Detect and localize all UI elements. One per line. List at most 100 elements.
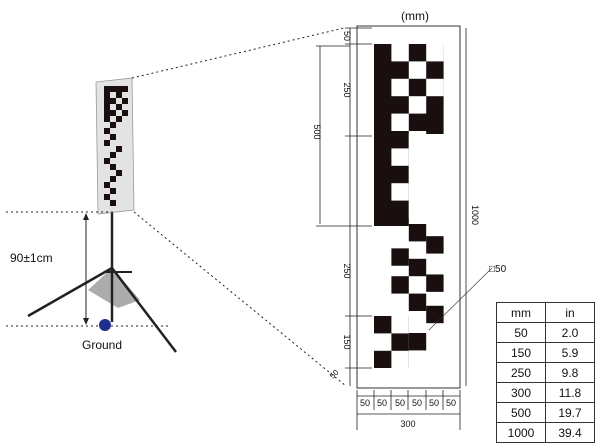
tripod-shadow [88, 268, 140, 308]
mini-pattern-square [104, 104, 110, 110]
mini-pattern-square [116, 170, 122, 176]
pattern-square [426, 305, 444, 324]
mini-pattern-square [110, 152, 116, 158]
mini-pattern-square [110, 98, 116, 104]
height-label: 90±1cm [10, 251, 53, 265]
tripod-leg-right [111, 267, 177, 353]
bottom-dim-5: 50 [429, 398, 439, 408]
mini-target [95, 77, 135, 215]
mini-pattern-square [116, 146, 122, 152]
cell-mm: 300 [496, 382, 546, 403]
pattern-hole [408, 96, 427, 114]
mini-pattern-square [104, 182, 110, 188]
dim-150: 150 [342, 334, 352, 349]
pattern-hole [408, 61, 427, 79]
mini-pattern-square [104, 92, 110, 98]
mini-pattern-square [110, 200, 116, 206]
header-mm: mm [496, 302, 546, 323]
pattern-square [426, 274, 444, 292]
square-label: □50 [489, 264, 507, 275]
pattern-square [408, 258, 427, 277]
mini-pattern-square [104, 158, 110, 164]
pattern-hole [426, 44, 444, 62]
table-header-row: mm in [496, 302, 595, 323]
pattern-square [426, 236, 444, 254]
dim-1000: 1000 [470, 205, 480, 225]
mini-pattern-square [104, 98, 110, 104]
height-marker [6, 211, 170, 327]
mini-pattern-square [122, 110, 128, 116]
mini-pattern-square [110, 134, 116, 140]
mini-pattern-square [122, 98, 128, 104]
bottom-dim-6: 50 [446, 398, 456, 408]
pattern-hole [391, 183, 409, 201]
cell-in: 11.8 [545, 382, 595, 403]
pattern-hole [408, 200, 427, 218]
zoom-line-bottom [133, 211, 347, 387]
mini-pattern-square [104, 194, 110, 200]
mini-pattern-square [104, 116, 110, 122]
cell-in: 9.8 [545, 362, 595, 383]
pattern-square [408, 333, 427, 351]
dim-50-bottom: 50 [328, 368, 341, 381]
mini-pattern-square [104, 140, 110, 146]
mini-pattern-square [110, 86, 116, 92]
cell-mm: 1000 [496, 422, 546, 443]
ground-label: Ground [82, 338, 122, 352]
mini-pattern-square [110, 122, 116, 128]
mini-pattern-square [110, 176, 116, 182]
pattern-hole [391, 113, 409, 131]
vertical-dimensions [316, 27, 467, 386]
mini-pattern-square [104, 86, 110, 92]
target-pattern [374, 44, 444, 369]
cell-in: 39.4 [545, 422, 595, 443]
pattern-hole [391, 350, 409, 369]
pattern-hole [408, 165, 427, 184]
pattern-hole [391, 78, 409, 97]
cell-mm: 250 [496, 362, 546, 383]
cell-mm: 500 [496, 402, 546, 423]
target-outline [356, 25, 461, 389]
pattern-hole [374, 333, 392, 351]
pattern-hole [391, 44, 409, 62]
unit-label: (mm) [401, 9, 429, 23]
mini-pattern-square [116, 86, 122, 92]
bottom-dimensions [356, 390, 461, 430]
bottom-dim-total: 300 [400, 419, 415, 429]
pattern-hole [391, 148, 409, 166]
dim-500: 500 [312, 124, 322, 139]
pattern-hole [426, 78, 444, 97]
pattern-square [391, 248, 409, 266]
cell-in: 2.0 [545, 322, 595, 343]
cell-mm: 150 [496, 342, 546, 363]
dim-50-top: 50 [342, 31, 352, 41]
dim-250-lower: 250 [342, 263, 352, 278]
mini-pattern-square [122, 86, 128, 92]
square-callout-line [428, 267, 493, 331]
mini-pattern-square [116, 104, 122, 110]
zoom-line-top [131, 27, 345, 79]
bottom-dim-1: 50 [360, 398, 370, 408]
pattern-square [408, 293, 427, 311]
mini-pattern-square [104, 128, 110, 134]
bottom-dim-3: 50 [395, 398, 405, 408]
cell-in: 5.9 [545, 342, 595, 363]
mini-pattern-square [110, 110, 116, 116]
ground-dot [99, 319, 111, 331]
header-in: in [545, 302, 595, 323]
pattern-hole [391, 316, 409, 334]
pattern-block-middle [374, 134, 409, 226]
pattern-square [408, 224, 427, 242]
tripod-leg-left [27, 266, 113, 318]
dim-250-upper: 250 [342, 82, 352, 97]
bottom-dim-2: 50 [377, 398, 387, 408]
cell-mm: 50 [496, 322, 546, 343]
